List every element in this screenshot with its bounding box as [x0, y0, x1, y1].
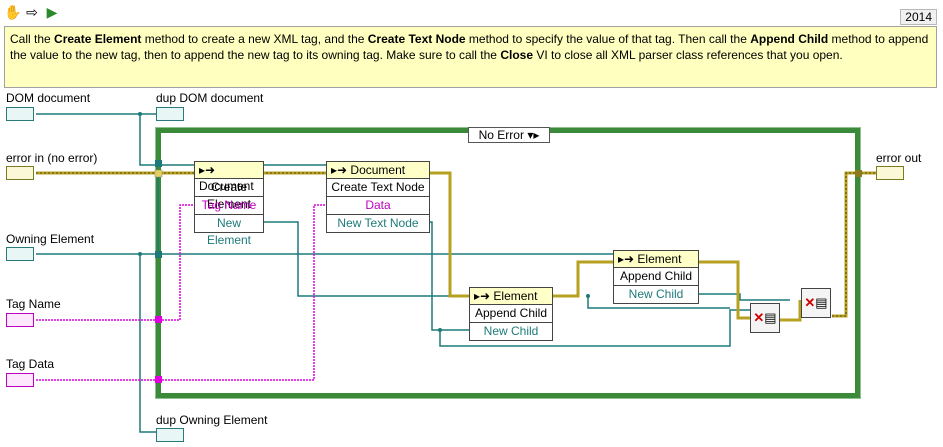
tag-name-terminal[interactable] — [6, 313, 34, 327]
case-selector[interactable]: No Error ▾▸ — [468, 127, 550, 143]
invoke-node-icon: ▸➜ — [331, 163, 351, 177]
error-out-label: error out — [876, 151, 922, 165]
close-icon: ✕ — [753, 310, 765, 325]
document-icon: ▤ — [764, 310, 777, 325]
version-label: 2014 — [900, 9, 937, 25]
arrow-icon[interactable]: ⇨ — [26, 4, 38, 20]
owning-element-terminal[interactable] — [6, 247, 34, 261]
create-text-node-node[interactable]: ▸➜ Document Create Text Node Data New Te… — [326, 161, 430, 233]
dom-document-label: DOM document — [6, 91, 91, 105]
toolbar: ✋ ⇨ ▶ 2014 — [0, 0, 943, 25]
append-child-node-1[interactable]: ▸➜ Element Append Child New Child — [469, 287, 553, 341]
invoke-node-icon: ▸➜ — [618, 252, 638, 266]
dup-dom-document-terminal[interactable] — [156, 107, 184, 121]
owning-element-label: Owning Element — [6, 232, 95, 246]
run-icon[interactable]: ▶ — [46, 4, 58, 20]
close-icon: ✕ — [804, 295, 816, 310]
dup-dom-document-label: dup DOM document — [156, 91, 264, 105]
chevron-down-icon: ▾▸ — [527, 128, 540, 142]
create-element-node[interactable]: ▸➜ Document Create Element Tag Name New … — [194, 161, 264, 247]
tag-data-terminal[interactable] — [6, 373, 34, 387]
hand-icon[interactable]: ✋ — [4, 4, 22, 20]
tag-data-label: Tag Data — [6, 357, 55, 371]
error-out-terminal[interactable] — [876, 166, 904, 180]
tag-name-label: Tag Name — [6, 297, 61, 311]
document-icon: ▤ — [815, 295, 828, 310]
close-vi-2[interactable]: ✕▤ — [801, 288, 831, 318]
dup-owning-element-terminal[interactable] — [156, 428, 184, 442]
error-in-label: error in (no error) — [6, 151, 98, 165]
dom-document-terminal[interactable] — [6, 107, 34, 121]
append-child-node-2[interactable]: ▸➜ Element Append Child New Child — [613, 250, 699, 304]
close-vi-1[interactable]: ✕▤ — [750, 303, 780, 333]
invoke-node-icon: ▸➜ — [474, 289, 494, 303]
dup-owning-element-label: dup Owning Element — [156, 413, 268, 427]
block-diagram-comment: Call the Create Element method to create… — [4, 26, 937, 88]
invoke-node-icon: ▸➜ — [199, 163, 216, 177]
error-in-terminal[interactable] — [6, 166, 34, 180]
